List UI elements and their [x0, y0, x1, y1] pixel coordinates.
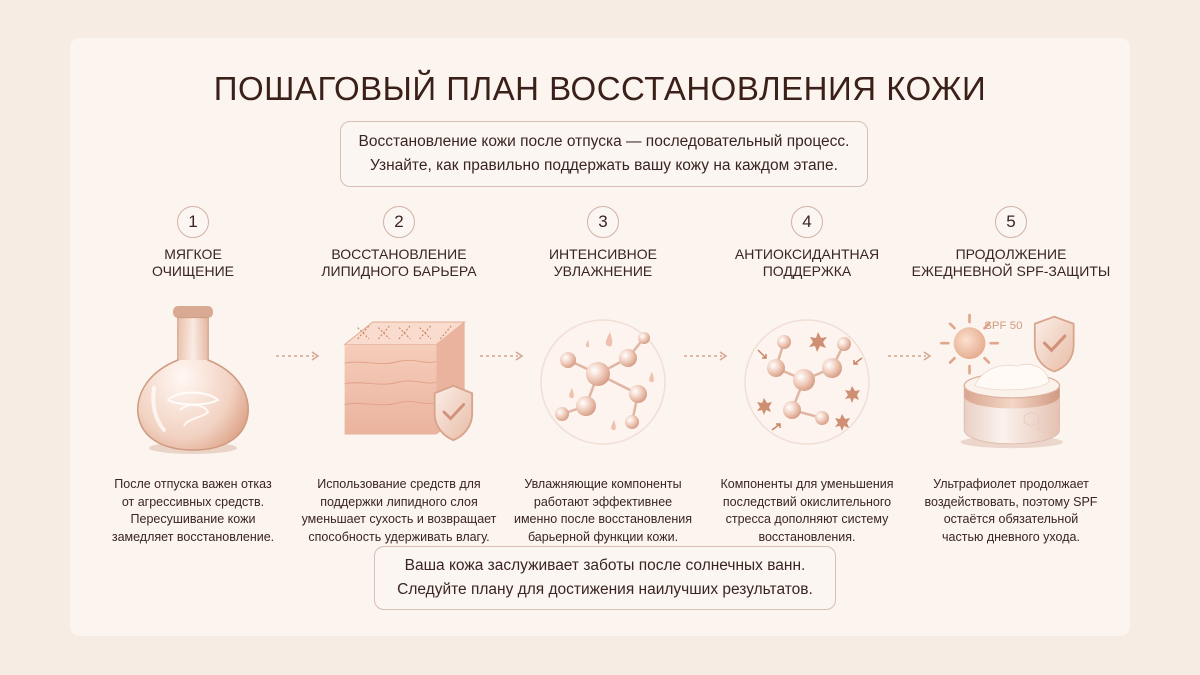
step-description-line: способность удерживать влагу.: [308, 529, 490, 544]
step-description-line: восстановления.: [758, 529, 856, 544]
step-title-line: УВЛАЖНЕНИЕ: [553, 263, 653, 279]
step-description-line: замедляет восстановление.: [111, 529, 275, 544]
step-3: 3 ИНТЕНСИВНОЕ УВЛАЖНЕНИЕ: [498, 206, 708, 546]
step-2: 2 ВОССТАНОВЛЕНИЕ ЛИПИДНОГО БАРЬЕРА: [294, 206, 504, 546]
dashed-arrow-icon: [276, 351, 320, 361]
step-title: ИНТЕНСИВНОЕ УВЛАЖНЕНИЕ: [503, 246, 703, 282]
step-description-line: Увлажняющие компоненты: [524, 477, 682, 491]
step-title: ВОССТАНОВЛЕНИЕ ЛИПИДНОГО БАРЬЕРА: [299, 246, 499, 282]
step-title-line: ЛИПИДНОГО БАРЬЕРА: [321, 263, 477, 279]
step-description-line: стресса дополняют систему: [725, 512, 889, 526]
skin-barrier-shield-icon: [324, 302, 474, 462]
molecules-droplets-icon: [528, 302, 678, 462]
step-description-line: Компоненты для уменьшения: [720, 477, 894, 491]
step-title: МЯГКОЕ ОЧИЩЕНИЕ: [93, 246, 293, 282]
outro-line-2: Следуйте плану для достижения наилучших …: [397, 581, 813, 598]
step-title: АНТИОКСИДАНТНАЯ ПОДДЕРЖКА: [707, 246, 907, 282]
step-title-line: ОЧИЩЕНИЕ: [152, 263, 234, 279]
step-description-line: барьерной функции кожи.: [527, 529, 679, 544]
step-description: После отпуска важен отказ от агрессивных…: [93, 476, 293, 546]
intro-box: Восстановление кожи после отпуска — посл…: [340, 121, 868, 187]
intro-line-2: Узнайте, как правильно поддержать вашу к…: [369, 157, 838, 174]
spf-cream-jar-icon: SPF 50: [936, 302, 1086, 462]
dashed-arrow-icon: [684, 351, 728, 361]
dashed-arrow-icon: [888, 351, 932, 361]
step-description: Увлажняющие компоненты работают эффектив…: [503, 476, 703, 546]
step-description-line: последствий окислительного: [722, 494, 892, 509]
step-title-line: ЕЖЕДНЕВНОЙ SPF-ЗАЩИТЫ: [911, 263, 1111, 279]
step-1: 1 МЯГКОЕ ОЧИЩЕНИЕ: [88, 206, 298, 546]
step-description-line: воздействовать, поэтому SPF: [924, 494, 1098, 509]
step-description-line: именно после восстановления: [513, 512, 693, 526]
step-description-line: поддержки липидного слоя: [320, 494, 478, 509]
step-description-line: остаётся обязательной: [943, 512, 1079, 526]
step-description-line: Пересушивание кожи: [130, 512, 256, 526]
step-description: Использование средств для поддержки липи…: [299, 476, 499, 546]
step-number: 3: [587, 206, 619, 238]
dashed-arrow-icon: [480, 351, 524, 361]
step-description: Компоненты для уменьшения последствий ок…: [707, 476, 907, 546]
intro-line-1: Восстановление кожи после отпуска — посл…: [358, 133, 850, 150]
step-title-line: ВОССТАНОВЛЕНИЕ: [331, 246, 467, 262]
spf-label: SPF 50: [984, 320, 1022, 332]
step-description-line: частью дневного ухода.: [942, 529, 1080, 544]
step-description-line: Использование средств для: [317, 477, 481, 491]
step-title-line: МЯГКОЕ: [164, 246, 222, 262]
step-5: 5 ПРОДОЛЖЕНИЕ ЕЖЕДНЕВНОЙ SPF-ЗАЩИТЫ: [906, 206, 1116, 546]
step-description-line: работают эффективнее: [533, 494, 673, 509]
step-title: ПРОДОЛЖЕНИЕ ЕЖЕДНЕВНОЙ SPF-ЗАЩИТЫ: [911, 246, 1111, 282]
step-number: 1: [177, 206, 209, 238]
step-title-line: ПОДДЕРЖКА: [762, 263, 852, 279]
step-number: 5: [995, 206, 1027, 238]
outro-line-1: Ваша кожа заслуживает заботы после солне…: [404, 557, 806, 574]
step-4: 4 АНТИОКСИДАНТНАЯ ПОДДЕРЖКА: [702, 206, 912, 546]
step-number: 4: [791, 206, 823, 238]
step-title-line: ИНТЕНСИВНОЕ: [548, 246, 658, 262]
step-description-line: После отпуска важен отказ: [114, 477, 272, 491]
page-title: ПОШАГОВЫЙ ПЛАН ВОССТАНОВЛЕНИЯ КОЖИ: [213, 70, 987, 107]
step-title-line: ПРОДОЛЖЕНИЕ: [955, 246, 1067, 262]
flask-icon: [118, 302, 268, 462]
step-title-line: АНТИОКСИДАНТНАЯ: [734, 246, 880, 262]
step-number: 2: [383, 206, 415, 238]
step-description-line: от агрессивных средств.: [121, 494, 265, 509]
outro-box: Ваша кожа заслуживает заботы после солне…: [374, 546, 836, 610]
step-description-line: Ультрафиолет продолжает: [933, 477, 1089, 491]
step-description-line: уменьшает сухость и возвращает: [301, 512, 497, 526]
antioxidant-molecules-icon: [732, 302, 882, 462]
step-description: Ультрафиолет продолжает воздействовать, …: [911, 476, 1111, 546]
